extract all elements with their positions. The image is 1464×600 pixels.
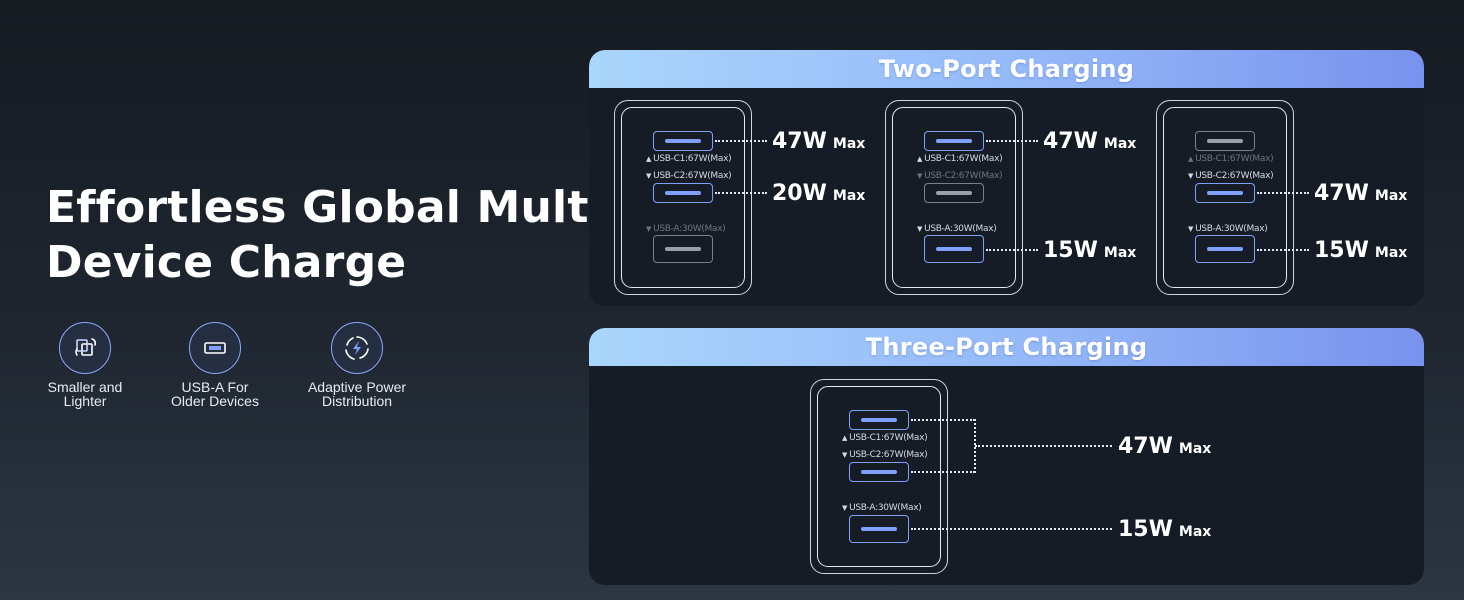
feature-label: Adaptive Power Distribution [307,379,407,409]
usb-a-port-icon [189,322,241,374]
usb-c1-port [849,410,909,430]
charger-three-port [810,379,948,574]
two-port-title: Two-Port Charging [878,55,1135,83]
connector-line [715,192,767,194]
usb-c1-port [653,131,713,151]
usb-c2-port [849,462,909,482]
usb-c1-port [924,131,984,151]
headline: Effortless Global Multi- Device Charge [46,180,623,290]
usb-a-label: ▼USB-A:30W(Max) [1188,224,1268,234]
headline-line-2: Device Charge [46,237,407,288]
connector-line [986,249,1038,251]
connector-line [1257,192,1309,194]
feature-smaller-lighter: Smaller and Lighter [20,322,150,408]
usb-a-label: ▼USB-A:30W(Max) [842,503,922,513]
usb-c2-label: ▼USB-C2:67W(Max) [646,171,732,181]
charger-config-2 [885,100,1023,295]
two-port-header: Two-Port Charging [589,50,1424,88]
feature-label: USB-A For Older Devices [171,379,259,409]
two-port-panel: Two-Port Charging ▲USB-C1:67W(Max) ▼USB-… [589,50,1424,306]
connector-line [911,471,975,473]
three-port-header: Three-Port Charging [589,328,1424,366]
usb-c1-label: ▲USB-C1:67W(Max) [1188,154,1274,164]
connector-line [986,140,1038,142]
usb-c2-port [924,183,984,203]
usb-a-port [924,235,984,263]
charger-config-3 [1156,100,1294,295]
usb-a-label: ▼USB-A:30W(Max) [917,224,997,234]
usb-c1-label: ▲USB-C1:67W(Max) [842,433,928,443]
feature-adaptive-power: Adaptive Power Distribution [292,322,422,408]
feature-label: Smaller and Lighter [47,379,123,409]
connector-line [911,528,1112,530]
usb-c1-port [1195,131,1255,151]
usb-c1-label: ▲USB-C1:67W(Max) [917,154,1003,164]
three-port-panel: Three-Port Charging ▲USB-C1:67W(Max) ▼US… [589,328,1424,585]
connector-line [911,419,975,421]
usb-a-port [849,515,909,543]
usb-c1-label: ▲USB-C1:67W(Max) [646,154,732,164]
charger-config-1 [614,100,752,295]
usb-a-port [1195,235,1255,263]
adaptive-power-icon [331,322,383,374]
headline-line-1: Effortless Global Multi- [46,182,623,233]
feature-usb-a: USB-A For Older Devices [150,322,280,408]
compact-size-icon [59,322,111,374]
connector-line [715,140,767,142]
usb-c2-label: ▼USB-C2:67W(Max) [842,450,928,460]
connector-line [975,445,1112,447]
usb-a-label: ▼USB-A:30W(Max) [646,224,726,234]
usb-a-port [653,235,713,263]
usb-c2-label: ▼USB-C2:67W(Max) [1188,171,1274,181]
usb-c2-label: ▼USB-C2:67W(Max) [917,171,1003,181]
usb-c2-port [1195,183,1255,203]
usb-c2-port [653,183,713,203]
three-port-title: Three-Port Charging [865,333,1148,361]
connector-line [1257,249,1309,251]
